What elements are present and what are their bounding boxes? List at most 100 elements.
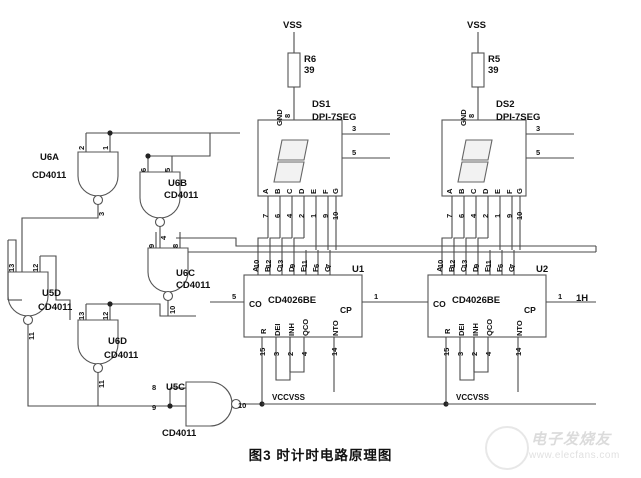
gate-u6b-out-pin: 4 xyxy=(159,235,168,240)
counter-u1-top-sig-a: A xyxy=(251,266,260,272)
display-ds1-gnd-label: GND xyxy=(275,109,284,126)
counter-u2-top-sig-g: G xyxy=(507,266,516,272)
display-ds1-pin-2: 2 xyxy=(297,214,306,218)
gate-u6c xyxy=(147,232,196,317)
counter-u1-co-pin: 5 xyxy=(232,292,236,301)
counter-u2-top-pin-9: 9 xyxy=(472,264,481,268)
counter-u2-bot-pin-14: 14 xyxy=(514,347,523,356)
counter-u1-top-pin-9: 9 xyxy=(288,264,297,268)
counter-u2-bot-pin-2: 2 xyxy=(470,352,479,356)
display-ds2-top-pin: 8 xyxy=(467,114,476,118)
display-ds2-pin-10: 10 xyxy=(515,212,524,220)
vss-label-right: VSS xyxy=(467,20,486,31)
counter-u2-part: CD4026BE xyxy=(452,295,500,306)
display-ds2-gnd-label: GND xyxy=(459,109,468,126)
display-ds2-part: DPI-7SEG xyxy=(496,112,540,123)
counter-u2-bot-sig-nto: NTO xyxy=(515,320,524,336)
gate-u5c-in-pin-9: 9 xyxy=(152,403,156,412)
resistor-r6-value: 39 xyxy=(304,65,315,76)
gate-u6a-out-pin: 3 xyxy=(97,212,106,216)
display-ds1-pin-7: 7 xyxy=(261,214,270,218)
gate-u5d-out-pin: 11 xyxy=(27,332,36,340)
counter-u1-ref: U1 xyxy=(352,264,365,275)
display-ds2-pins xyxy=(451,196,521,250)
counter-u1-top-sig-e: E xyxy=(299,267,308,272)
counter-u2-top-sig-d: D xyxy=(471,266,480,272)
counter-u2-top-pin-10: 10 xyxy=(436,260,445,268)
display-ds2-seg-e: E xyxy=(493,189,502,194)
gate-u6b-in-pin-5: 5 xyxy=(163,168,172,172)
display-ds2-seg-a: A xyxy=(445,188,454,194)
display-ds1-part: DPI-7SEG xyxy=(312,112,356,123)
counter-u2-bot-pin-4: 4 xyxy=(484,351,493,356)
resistor-r5-value: 39 xyxy=(488,65,499,76)
counter-u1-bot-pin-4: 4 xyxy=(300,351,309,356)
gate-u6a-in-pin-2: 2 xyxy=(77,146,86,150)
counter-u2-ref: U2 xyxy=(536,264,548,275)
vss-label-left: VSS xyxy=(283,20,302,31)
display-ds2-pin-1: 1 xyxy=(493,214,502,218)
counter-u1-body xyxy=(210,250,404,404)
display-ds1-pin-4: 4 xyxy=(285,213,294,218)
counter-u1-top-pin-10: 10 xyxy=(252,260,261,268)
counter-u2-top-pin-13: 13 xyxy=(460,260,469,268)
display-ds1-seg-c: C xyxy=(285,188,294,194)
counter-u2-top-sig-c: C xyxy=(459,266,468,272)
counter-u2-bot-sig-inh: INH xyxy=(471,323,480,336)
counter-u2-top-sig-a: A xyxy=(435,266,444,272)
counter-u2-top-sig-f: F xyxy=(495,267,504,272)
counter-u2-top-pin-11: 11 xyxy=(484,260,493,268)
counter-u2-top-sig-b: B xyxy=(447,266,456,272)
gate-u6a xyxy=(21,130,240,300)
display-ds1-seg-a: A xyxy=(261,188,270,194)
counter-u2-top-sig-e: E xyxy=(483,267,492,272)
counter-u2-vcc-vss: VCCVSS xyxy=(456,393,490,402)
counter-u1-bot-sig-qco: QCO xyxy=(301,319,310,336)
gate-u5c-in-pin-8: 8 xyxy=(152,383,156,392)
counter-u2-cp-pin: 1 xyxy=(558,292,562,301)
counter-u1-bot-pin-2: 2 xyxy=(286,352,295,356)
counter-u1-top-pin-12: 12 xyxy=(264,260,273,268)
display-ds2-body xyxy=(441,119,574,197)
display-ds1-seg-d: D xyxy=(297,188,306,194)
display-ds1-pin-6: 6 xyxy=(273,214,282,218)
display-ds2-pin-7: 7 xyxy=(445,214,454,218)
counter-u1-bot-pin-14: 14 xyxy=(330,347,339,356)
counter-u2-bot-sig-dei: DEI xyxy=(457,323,466,336)
display-ds1-pin-1: 1 xyxy=(309,214,318,218)
counter-u2-cp-label: CP xyxy=(524,305,536,315)
gate-u6a-part: CD4011 xyxy=(32,170,67,181)
display-ds2-right-pin-3: 3 xyxy=(536,124,540,133)
watermark: 电子发烧友 www.elecfans.com xyxy=(485,422,635,474)
counter-u1-vcc-vss: VCCVSS xyxy=(272,393,306,402)
counter-u1-top-sig-b: B xyxy=(263,266,272,272)
counter-u1-bot-sig-dei: DEI xyxy=(273,323,282,336)
gate-u5d-in-pin-12: 12 xyxy=(31,264,40,272)
long-bus-lines xyxy=(176,237,597,253)
gate-u5c-part: CD4011 xyxy=(162,428,197,439)
gate-u5c xyxy=(150,381,596,427)
display-ds2-seg-g: G xyxy=(515,188,524,194)
display-ds2-pin-9: 9 xyxy=(505,214,514,218)
counter-u2-top-pin-7: 7 xyxy=(508,264,517,268)
counter-u1-bot-pin-15: 15 xyxy=(258,348,267,356)
gate-u5d-ref: U5D xyxy=(42,288,61,299)
counter-u2-bot-pin-3: 3 xyxy=(456,352,465,356)
display-ds1-right-pin-5: 5 xyxy=(352,148,356,157)
gate-u6c-in-pin-8: 8 xyxy=(171,244,180,248)
display-ds1-pins xyxy=(267,196,337,250)
counter-u1-top-sig-d: D xyxy=(287,266,296,272)
gate-u6c-out-pin: 10 xyxy=(168,306,177,314)
display-ds1-seg-f: F xyxy=(321,189,330,194)
resistor-r5-ref: R5 xyxy=(488,54,501,65)
counter-u1-top-sig-g: G xyxy=(323,266,332,272)
counter-u1-top-sig-c: C xyxy=(275,266,284,272)
display-ds1-body xyxy=(257,119,390,197)
counter-u1-part: CD4026BE xyxy=(268,295,316,306)
gate-u6a-ref: U6A xyxy=(40,152,59,163)
display-ds2-ref: DS2 xyxy=(496,99,514,110)
left-routing xyxy=(7,239,71,320)
counter-u2-top-pin-12: 12 xyxy=(448,260,457,268)
gate-u6d-ref: U6D xyxy=(108,336,127,347)
